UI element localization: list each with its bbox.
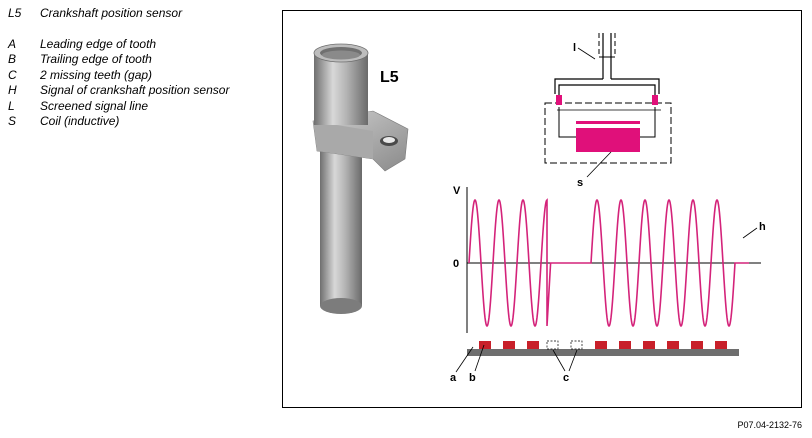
wheel-tooth <box>595 341 607 349</box>
wheel-tooth <box>619 341 631 349</box>
legend-key: H <box>8 83 17 97</box>
legend-key: S <box>8 114 17 128</box>
signal-waveform <box>468 198 749 328</box>
coil-terminal <box>556 95 562 105</box>
label-c: c <box>563 372 569 384</box>
legend-key: L5 <box>8 6 22 20</box>
legend-title-row: L5 Crankshaft position sensor <box>8 6 229 22</box>
legend-key: L <box>8 98 15 113</box>
legend-text: Coil (inductive) <box>40 114 120 128</box>
legend-row: B Trailing edge of tooth <box>8 52 229 68</box>
axis-y-label: V <box>453 185 461 197</box>
figure-code: P07.04-2132-76 <box>737 420 802 430</box>
legend-text: Leading edge of tooth <box>40 36 157 51</box>
legend-row: A Leading edge of tooth <box>8 37 229 53</box>
wheel-tooth <box>643 341 655 349</box>
legend-key: A <box>8 36 17 51</box>
axis-zero-label: 0 <box>453 258 459 270</box>
sensor-label: L5 <box>380 69 399 86</box>
wheel-tooth <box>503 341 515 349</box>
trigger-wheel <box>467 349 739 356</box>
wheel-tooth <box>691 341 703 349</box>
coil-core-plate <box>576 121 640 124</box>
coil-terminal <box>652 95 658 105</box>
coil-winding <box>576 128 640 152</box>
diagram: L5 s l <box>312 33 766 384</box>
coil-label: s <box>577 177 583 189</box>
legend-text: Screened signal line <box>40 98 149 113</box>
legend: L5 Crankshaft position sensor A Leading e… <box>8 6 229 130</box>
crankshaft-sensor-illustration <box>312 43 409 314</box>
legend-text: Trailing edge of tooth <box>40 52 152 66</box>
legend-row: L Screened signal line <box>8 99 229 115</box>
label-a: a <box>450 372 457 384</box>
wheel-tooth <box>715 341 727 349</box>
label-b: b <box>469 372 476 384</box>
legend-row: S Coil (inductive) <box>8 114 229 130</box>
missing-tooth-1 <box>546 340 559 350</box>
legend-key: C <box>8 67 17 82</box>
wheel-tooth <box>479 341 491 349</box>
wheel-tooth <box>667 341 679 349</box>
legend-text: 2 missing teeth (gap) <box>40 67 153 82</box>
figure-frame: L5 s l <box>282 10 802 408</box>
signal-label: h <box>759 221 766 233</box>
coil-schematic <box>544 33 672 164</box>
missing-tooth-2 <box>570 340 583 350</box>
legend-text: Signal of crankshaft position sensor <box>40 83 230 97</box>
legend-text: Crankshaft position sensor <box>40 6 183 20</box>
legend-row: H Signal of crankshaft position sensor <box>8 83 229 99</box>
wheel-tooth <box>527 341 539 349</box>
trigger-wheel-teeth <box>479 341 727 349</box>
legend-row: C 2 missing teeth (gap) <box>8 68 229 84</box>
legend-key: B <box>8 52 17 66</box>
line-label: l <box>573 42 576 54</box>
